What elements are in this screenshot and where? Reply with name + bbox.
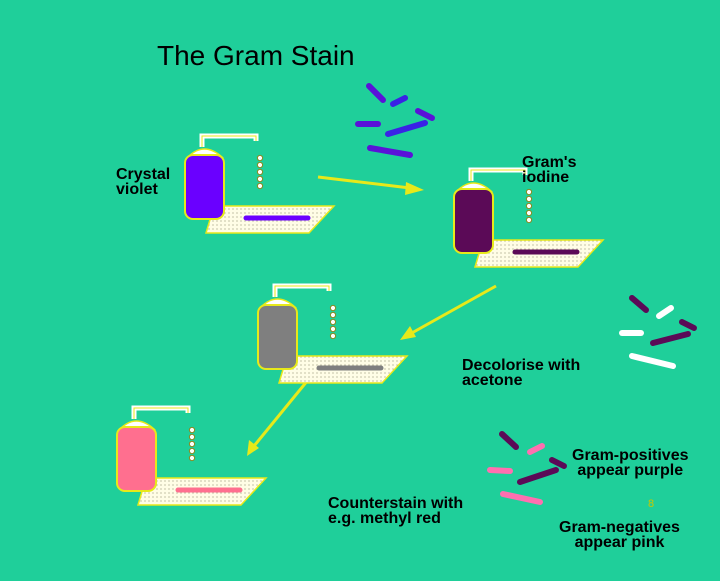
reagent-droplet: [188, 426, 196, 434]
bottle-nozzle-outline: [470, 169, 526, 181]
reagent-droplet: [188, 433, 196, 441]
reagent-droplet: [329, 318, 337, 326]
slide-title: The Gram Stain: [157, 40, 355, 71]
page-number: 8: [648, 498, 655, 510]
bottle-nozzle-outline: [274, 285, 330, 297]
arrow-step-3: [247, 379, 310, 456]
reagent-droplet: [256, 175, 264, 183]
reagent-bottle: [184, 154, 225, 220]
arrow-step-2: [400, 284, 497, 340]
reagent-bottle: [257, 304, 298, 370]
bottle-nozzle-outline: [201, 135, 257, 147]
reagent-droplet: [525, 195, 533, 203]
reagent-droplet: [525, 202, 533, 210]
crystal-violet-station: [184, 133, 336, 234]
reagent-droplet: [329, 304, 337, 312]
bottle-nozzle: [272, 283, 332, 297]
reagent-droplet: [525, 188, 533, 196]
reagent-droplet: [188, 447, 196, 455]
reagent-droplet: [525, 216, 533, 224]
reagent-bottle: [453, 188, 494, 254]
reagent-droplet: [329, 311, 337, 319]
reagent-droplet: [329, 325, 337, 333]
reagent-droplet: [256, 182, 264, 190]
arrow-step-1: [317, 175, 424, 195]
reagent-droplet: [188, 440, 196, 448]
reagent-droplet: [256, 154, 264, 162]
methyl-red-station: [116, 405, 268, 506]
reagent-bottle: [116, 426, 157, 492]
final-cells-cluster: [487, 431, 567, 505]
bottle-nozzle: [131, 405, 191, 419]
diagram-artwork: [116, 83, 697, 506]
reagent-droplet: [525, 209, 533, 217]
bottle-nozzle: [468, 167, 528, 181]
violet-cells-cluster: [355, 83, 435, 158]
reagent-droplet: [256, 161, 264, 169]
bottle-nozzle-outline: [133, 407, 189, 419]
reagent-droplet: [188, 454, 196, 462]
bottle-nozzle: [199, 133, 259, 147]
reagent-droplet: [256, 168, 264, 176]
iodine-station: [453, 167, 605, 268]
decolorised-cells-cluster: [619, 295, 697, 369]
acetone-station: [257, 283, 409, 384]
reagent-droplet: [329, 332, 337, 340]
